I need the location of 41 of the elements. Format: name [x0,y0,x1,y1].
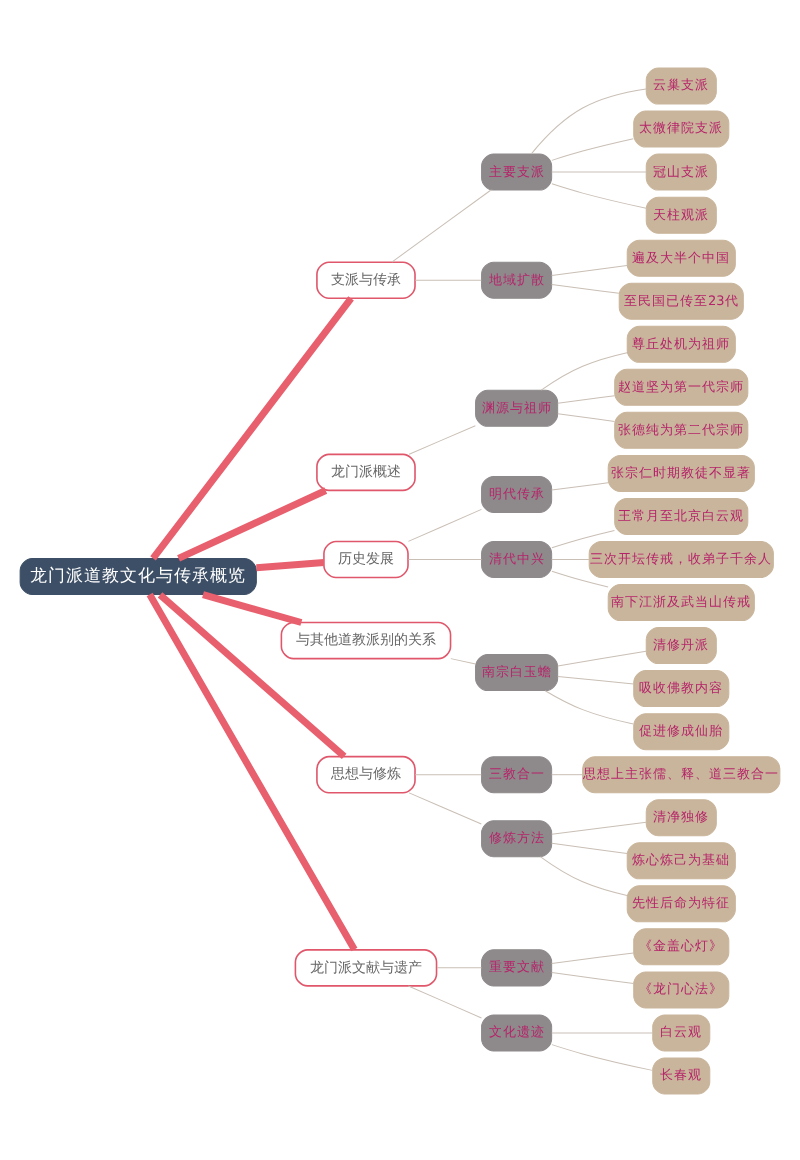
connector [450,657,477,664]
connector [407,984,482,1018]
connector [557,412,616,421]
connector [256,558,325,571]
connector [407,507,482,541]
connector [146,591,358,951]
connector [414,773,482,775]
node-box: 龙门派道教文化与传承概览 [19,557,257,594]
connector [551,1043,653,1070]
connector [530,87,647,154]
connector [391,188,492,262]
connector [408,791,482,824]
connector [540,351,628,390]
connector [557,394,616,403]
connector [551,170,647,172]
connector [150,295,354,560]
connector [551,263,628,276]
connector [157,591,347,759]
connector [557,649,647,666]
connector [540,855,628,895]
connector [551,1031,654,1033]
connector [408,424,476,454]
connector [551,971,635,984]
connector [551,569,609,587]
connector [551,773,584,775]
connector [407,558,482,559]
connector [551,820,647,834]
connector [551,951,635,963]
connector [414,278,482,280]
connector [544,689,634,724]
connector [551,528,615,548]
connector [551,137,634,160]
connector [551,481,609,490]
connector [202,590,303,625]
connector [436,966,482,968]
connector [551,182,647,208]
connector [551,841,628,854]
connector [177,486,328,561]
connector [551,283,620,293]
connector [551,558,590,559]
connector [557,675,635,684]
